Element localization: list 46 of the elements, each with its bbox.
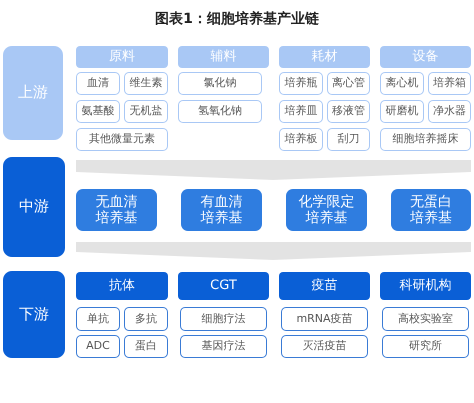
item-box: 氢氧化钠 xyxy=(178,100,262,123)
category-header: 原料 xyxy=(76,46,168,68)
item-box: 单抗 xyxy=(76,307,120,331)
item-box: 净水器 xyxy=(428,100,471,123)
category-header: 疫苗 xyxy=(279,272,370,300)
stage-box: 中游 xyxy=(3,157,65,257)
stage-box: 上游 xyxy=(3,46,63,140)
item-box: 移液管 xyxy=(326,100,370,123)
item-box: 多抗 xyxy=(124,307,168,331)
item-box: 细胞培养摇床 xyxy=(380,128,471,151)
medium-box: 化学限定培养基 xyxy=(286,189,367,231)
chevron-band xyxy=(76,160,471,180)
item-box: 高校实验室 xyxy=(382,307,469,331)
item-box: 灭活疫苗 xyxy=(281,335,368,358)
item-box: 其他微量元素 xyxy=(76,128,168,151)
item-box: 氯化钠 xyxy=(178,72,262,95)
item-box: 离心机 xyxy=(380,72,424,95)
item-box: 培养板 xyxy=(279,128,322,151)
category-header: CGT xyxy=(178,272,269,300)
category-header: 科研机构 xyxy=(380,272,471,300)
category-header: 辅料 xyxy=(178,46,269,68)
medium-box: 无蛋白培养基 xyxy=(391,189,471,231)
stage-box: 下游 xyxy=(3,271,65,358)
item-box: 血清 xyxy=(76,72,120,95)
item-box: mRNA疫苗 xyxy=(281,307,368,331)
item-box: 基因疗法 xyxy=(180,335,267,358)
medium-box: 有血清培养基 xyxy=(181,189,262,231)
item-box: 培养瓶 xyxy=(279,72,322,95)
item-box: 蛋白 xyxy=(124,335,168,358)
item-box: ADC xyxy=(76,335,120,358)
item-box: 细胞疗法 xyxy=(180,307,267,331)
item-box: 研究所 xyxy=(382,335,469,358)
category-header: 抗体 xyxy=(76,272,168,300)
item-box: 氨基酸 xyxy=(76,100,120,123)
item-box: 离心管 xyxy=(326,72,370,95)
item-box: 研磨机 xyxy=(380,100,424,123)
category-header: 耗材 xyxy=(279,46,370,68)
title: 图表1：细胞培养基产业链 xyxy=(154,10,320,28)
chevron-band xyxy=(76,242,471,260)
item-box: 培养皿 xyxy=(279,100,322,123)
category-header: 设备 xyxy=(380,46,471,68)
item-box: 无机盐 xyxy=(124,100,168,123)
item-box: 维生素 xyxy=(124,72,168,95)
medium-box: 无血清培养基 xyxy=(76,189,157,231)
item-box: 培养箱 xyxy=(428,72,471,95)
item-box: 刮刀 xyxy=(326,128,370,151)
